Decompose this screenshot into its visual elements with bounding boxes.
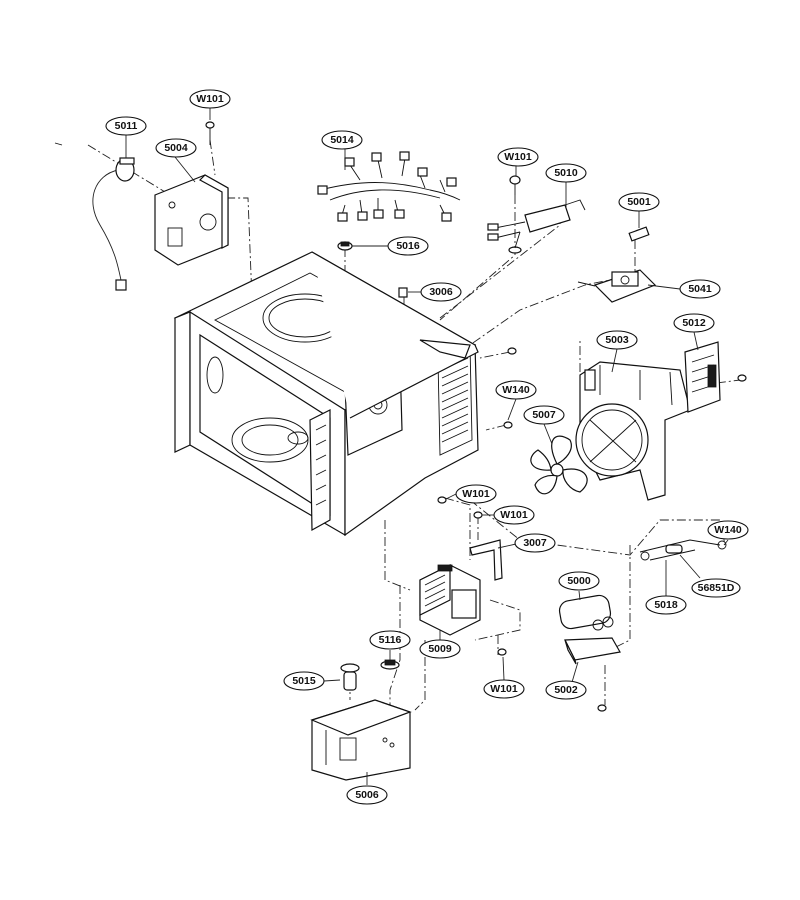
callout-label: W101 [504,151,532,163]
callout-label: 3006 [429,286,453,298]
part-5010-fuse-holder [487,199,586,254]
callout-w101-top: W101 [189,89,231,109]
callout-label: W101 [196,93,224,105]
callout-w140-b: W140 [707,520,749,540]
callout-5018: 5018 [645,595,687,615]
part-3006-clip [398,287,408,298]
callout-5041: 5041 [679,279,721,299]
callout-5003: 5003 [596,330,638,350]
callout-5010: 5010 [545,163,587,183]
part-5014-wire-harness [317,151,461,222]
callout-label: 5116 [379,634,402,646]
callout-5009: 5009 [419,639,461,659]
callout-5015: 5015 [283,671,325,691]
callout-label: 5016 [396,240,420,252]
oven-cavity-frame [173,251,479,537]
part-5003-fan-duct [575,361,691,501]
callout-w140-a: W140 [495,380,537,400]
callout-label: 5001 [627,196,651,208]
callout-label: W101 [500,509,528,521]
part-5012-fan-motor [684,341,721,413]
part-5041-noise-filter [577,269,657,303]
callout-label: 5004 [164,142,188,154]
leader-lines [125,108,729,785]
callout-label: W140 [714,524,742,536]
callout-5012: 5012 [673,313,715,333]
callout-label: 5002 [554,684,578,696]
callout-5007: 5007 [523,405,565,425]
screws-w101-bottom [497,648,607,712]
callout-5002: 5002 [545,680,587,700]
callout-label: 3007 [523,537,547,549]
part-5016-thermostat [337,241,353,251]
callout-w101-c: W101 [493,505,535,525]
part-5001-fuse [628,226,650,242]
callout-label: 5000 [567,575,591,587]
callout-label: 5007 [532,409,556,421]
callout-label: 5003 [605,334,629,346]
callout-w101-mid: W101 [497,147,539,167]
callout-label: 5006 [355,789,379,801]
part-5000-capacitor [558,594,614,631]
callout-label: 5041 [688,283,712,295]
callout-label: 5014 [330,134,354,146]
callout-3006: 3006 [420,282,462,302]
callout-5004: 5004 [155,138,197,158]
callout-w101-b: W101 [455,484,497,504]
callout-5016: 5016 [387,236,429,256]
callout-5011: 5011 [105,116,147,136]
part-5006-base-bracket [310,699,412,781]
part-5004-bracket [154,174,229,266]
callout-label: 56851D [698,582,735,594]
part-5011-thermal-cutout [54,142,135,291]
callout-5014: 5014 [321,130,363,150]
part-5009-magnetron [419,564,481,636]
callout-label: 5018 [654,599,678,611]
screws-cavity [503,347,517,429]
callout-label: 5012 [682,317,706,329]
callout-5000: 5000 [558,571,600,591]
part-5018-diode [639,539,727,561]
callout-5006: 5006 [346,785,388,805]
callout-label: 5011 [115,120,138,132]
screws-w101-lower [437,496,483,519]
callout-label: 5010 [554,167,578,179]
screw-w101-top [205,121,215,145]
callout-3007: 3007 [514,533,556,553]
part-5116-thermostat [380,659,400,670]
part-5002-capacitor-bracket [564,637,621,665]
callout-5116: 5116 [369,630,411,650]
callout-label: 5009 [428,643,452,655]
part-3007-bracket [469,539,503,581]
callout-w101-d: W101 [483,679,525,699]
part-5007-fan-blade [530,435,588,495]
callout-label: W101 [462,488,490,500]
screw-w101-upper-right [509,175,521,195]
callout-label: 5015 [292,675,316,687]
callout-label: W101 [490,683,518,695]
callout-56851d: 56851D [691,578,741,598]
callout-5001: 5001 [618,192,660,212]
part-5015-fuse-holder [340,663,360,691]
screw-5012 [737,374,747,382]
callout-label: W140 [502,384,530,396]
